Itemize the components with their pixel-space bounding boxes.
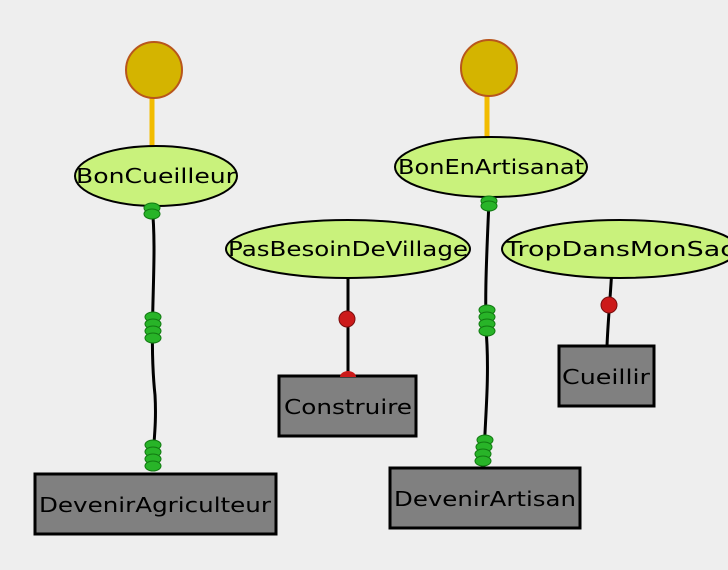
positive-marker-bottom-1 [144,439,162,472]
root-node-2[interactable] [460,39,518,97]
root-node-1[interactable] [125,41,183,99]
goal-node-tropdansmonsac[interactable]: TropDansMonSac [501,219,728,279]
goal-node-bonenartisanat[interactable]: BonEnArtisanat [394,136,588,198]
action-node-devenir-agriculteur[interactable]: DevenirAgriculteur [33,472,278,536]
negative-marker-1 [338,310,356,328]
goal-node-pasbesoindevillage[interactable]: PasBesoinDeVillage [225,219,471,279]
action-label-cueillir: Cueillir [562,365,651,389]
positive-marker-group-1 [143,202,162,472]
positive-marker-top-1 [143,202,161,220]
goal-node-boncueilleur[interactable]: BonCueilleur [74,145,238,207]
negative-marker-1-end [340,371,356,377]
negative-marker-2 [600,296,618,314]
positive-marker-group-2 [474,195,498,467]
action-node-construire[interactable]: Construire [277,374,418,438]
edge-bonenartisanat-devenir-artisan [482,199,491,466]
positive-marker-bottom-2 [474,434,494,467]
goal-label-boncueilleur: BonCueilleur [76,164,237,188]
action-label-devenir-artisan: DevenirArtisan [394,487,576,511]
action-label-construire: Construire [284,395,412,419]
positive-marker-mid-2 [478,304,496,337]
goal-label-pasbesoindevillage: PasBesoinDeVillage [228,237,468,261]
action-label-devenir-agriculteur: DevenirAgriculteur [39,493,272,517]
positive-marker-mid-1 [144,311,162,344]
action-node-cueillir[interactable]: Cueillir [557,344,656,408]
goal-label-bonenartisanat: BonEnArtisanat [398,155,584,179]
goal-label-tropdansmonsac: TropDansMonSac [504,237,728,261]
positive-marker-top-2 [480,195,498,212]
action-node-devenir-artisan[interactable]: DevenirArtisan [388,466,582,530]
